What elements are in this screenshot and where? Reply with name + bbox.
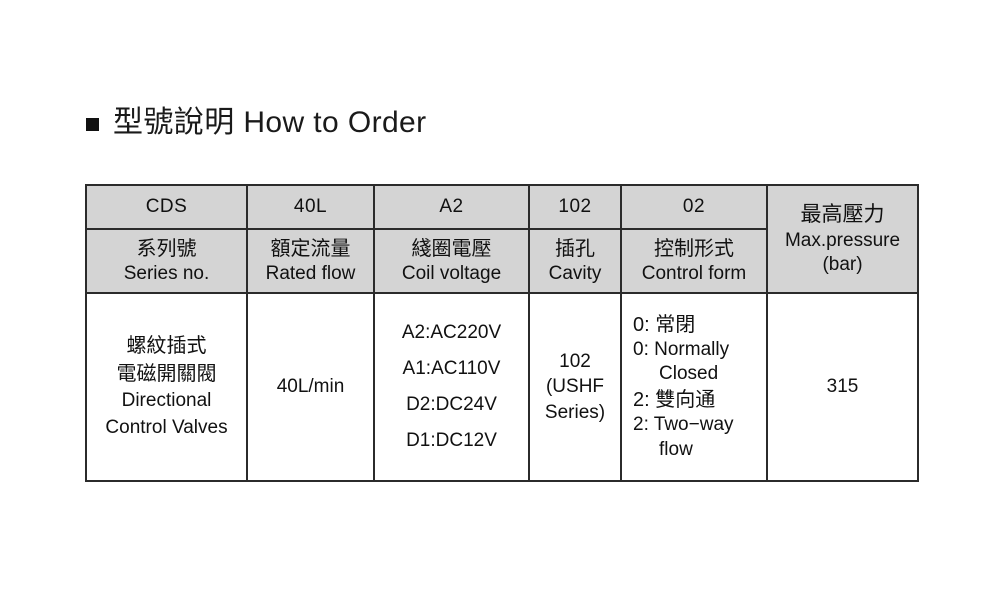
header-name-rated-flow-en: Rated flow (265, 262, 356, 284)
header-name-series-cn: 系列號 (136, 237, 197, 260)
header-name-rated-flow-cn: 額定流量 (270, 237, 351, 260)
header-name-cavity-cn: 插孔 (555, 237, 595, 260)
square-bullet-icon (86, 117, 99, 131)
header-name-control-form-en: Control form (641, 262, 747, 284)
series-option-line: 螺紋插式 (126, 334, 207, 357)
cell-control-form-options: 0: 常閉 0: Normally Closed 2: 雙向通 2: Two−w… (620, 292, 768, 482)
header-max-pressure: 最高壓力 Max.pressure (bar) (766, 184, 919, 294)
header-max-pressure-en: Max.pressure (784, 229, 901, 251)
header-max-pressure-unit: (bar) (822, 253, 863, 275)
header-code-coil-voltage: A2 (373, 184, 530, 230)
header-name-control-form: 控制形式 Control form (620, 228, 768, 294)
header-name-series-en: Series no. (123, 262, 210, 284)
cell-series-options: 螺紋插式 電磁開關閥 Directional Control Valves (85, 292, 248, 482)
header-max-pressure-cn: 最高壓力 (800, 203, 885, 227)
cell-max-pressure-value: 315 (766, 292, 919, 482)
max-pressure-value: 315 (826, 376, 859, 398)
header-code-control-form: 02 (620, 184, 768, 230)
cavity-value-line: 102 (559, 350, 591, 372)
series-option-line: 電磁開關閥 (116, 363, 217, 386)
coil-voltage-option: D1:DC12V (406, 430, 497, 452)
header-name-cavity-en: Cavity (548, 262, 602, 284)
control-form-option: 0: Normally (633, 338, 730, 360)
table-row-codes: CDS 40L A2 102 02 最高壓力 Max.pressure (bar… (85, 184, 919, 294)
header-name-coil-voltage-cn: 綫圈電壓 (411, 237, 492, 260)
rated-flow-value: 40L/min (276, 376, 345, 398)
table-row-options: 螺紋插式 電磁開關閥 Directional Control Valves 40… (85, 292, 919, 482)
table-row-field-names: 系列號 Series no. 額定流量 Rated flow 綫圈電壓 Coil… (85, 228, 918, 294)
cell-coil-voltage-options: A2:AC220V A1:AC110V D2:DC24V D1:DC12V (373, 292, 530, 482)
cavity-value-line: Series) (544, 401, 606, 423)
header-code-series: CDS (85, 184, 248, 230)
page-title: 型號說明 How to Order (86, 108, 427, 138)
series-option-line: Directional (121, 390, 212, 412)
control-form-option: 2: Two−way (633, 414, 734, 435)
header-code-cavity: 102 (528, 184, 622, 230)
control-form-option: Closed (659, 363, 719, 385)
coil-voltage-option: A1:AC110V (402, 357, 501, 379)
cell-rated-flow-value: 40L/min (246, 292, 375, 482)
header-name-rated-flow: 額定流量 Rated flow (246, 228, 375, 294)
header-name-series: 系列號 Series no. (85, 228, 248, 294)
coil-voltage-option: A2:AC220V (401, 321, 502, 343)
header-name-control-form-cn: 控制形式 (654, 237, 734, 260)
header-code-rated-flow: 40L (246, 184, 375, 230)
control-form-option: 2: 雙向通 (633, 389, 716, 411)
control-form-option: 0: 常閉 (633, 313, 696, 336)
header-name-coil-voltage: 綫圈電壓 Coil voltage (373, 228, 530, 294)
cavity-value-line: (USHF (545, 376, 605, 398)
page-title-text: 型號說明 How to Order (113, 106, 427, 139)
coil-voltage-option: D2:DC24V (406, 394, 497, 415)
series-option-line: Control Valves (105, 417, 228, 439)
control-form-option: flow (659, 438, 693, 460)
header-name-cavity: 插孔 Cavity (528, 228, 622, 294)
header-name-coil-voltage-en: Coil voltage (401, 262, 502, 284)
cell-cavity-value: 102 (USHF Series) (528, 292, 622, 482)
how-to-order-table: CDS 40L A2 102 02 最高壓力 Max.pressure (bar… (85, 184, 919, 482)
